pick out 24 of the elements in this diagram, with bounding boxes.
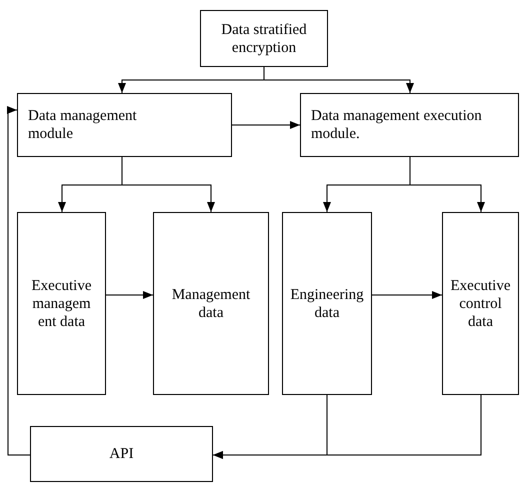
arrow	[232, 121, 300, 129]
box-label: Data management module	[28, 107, 138, 143]
box-label: Management data	[170, 286, 252, 322]
box-label: Engineering data	[289, 286, 365, 322]
process-box	[17, 93, 232, 157]
arrow	[264, 66, 414, 94]
process-box	[153, 212, 269, 395]
box-label: Executive managem ent data	[30, 276, 92, 330]
arrow	[122, 156, 215, 212]
process-box	[300, 93, 519, 157]
arrow	[372, 291, 442, 299]
process-box	[200, 10, 328, 67]
arrow	[106, 291, 154, 299]
process-box	[282, 212, 372, 395]
box-label: Executive control data	[450, 276, 512, 330]
box-label: API	[109, 445, 134, 463]
box-label: Data stratified encryption	[220, 20, 308, 56]
arrow	[7, 106, 30, 456]
arrow	[410, 156, 485, 212]
box-label: Data management execution module.	[311, 107, 483, 143]
process-box	[17, 212, 106, 395]
arrow	[212, 394, 482, 459]
process-box	[30, 426, 213, 482]
process-box	[442, 212, 519, 395]
